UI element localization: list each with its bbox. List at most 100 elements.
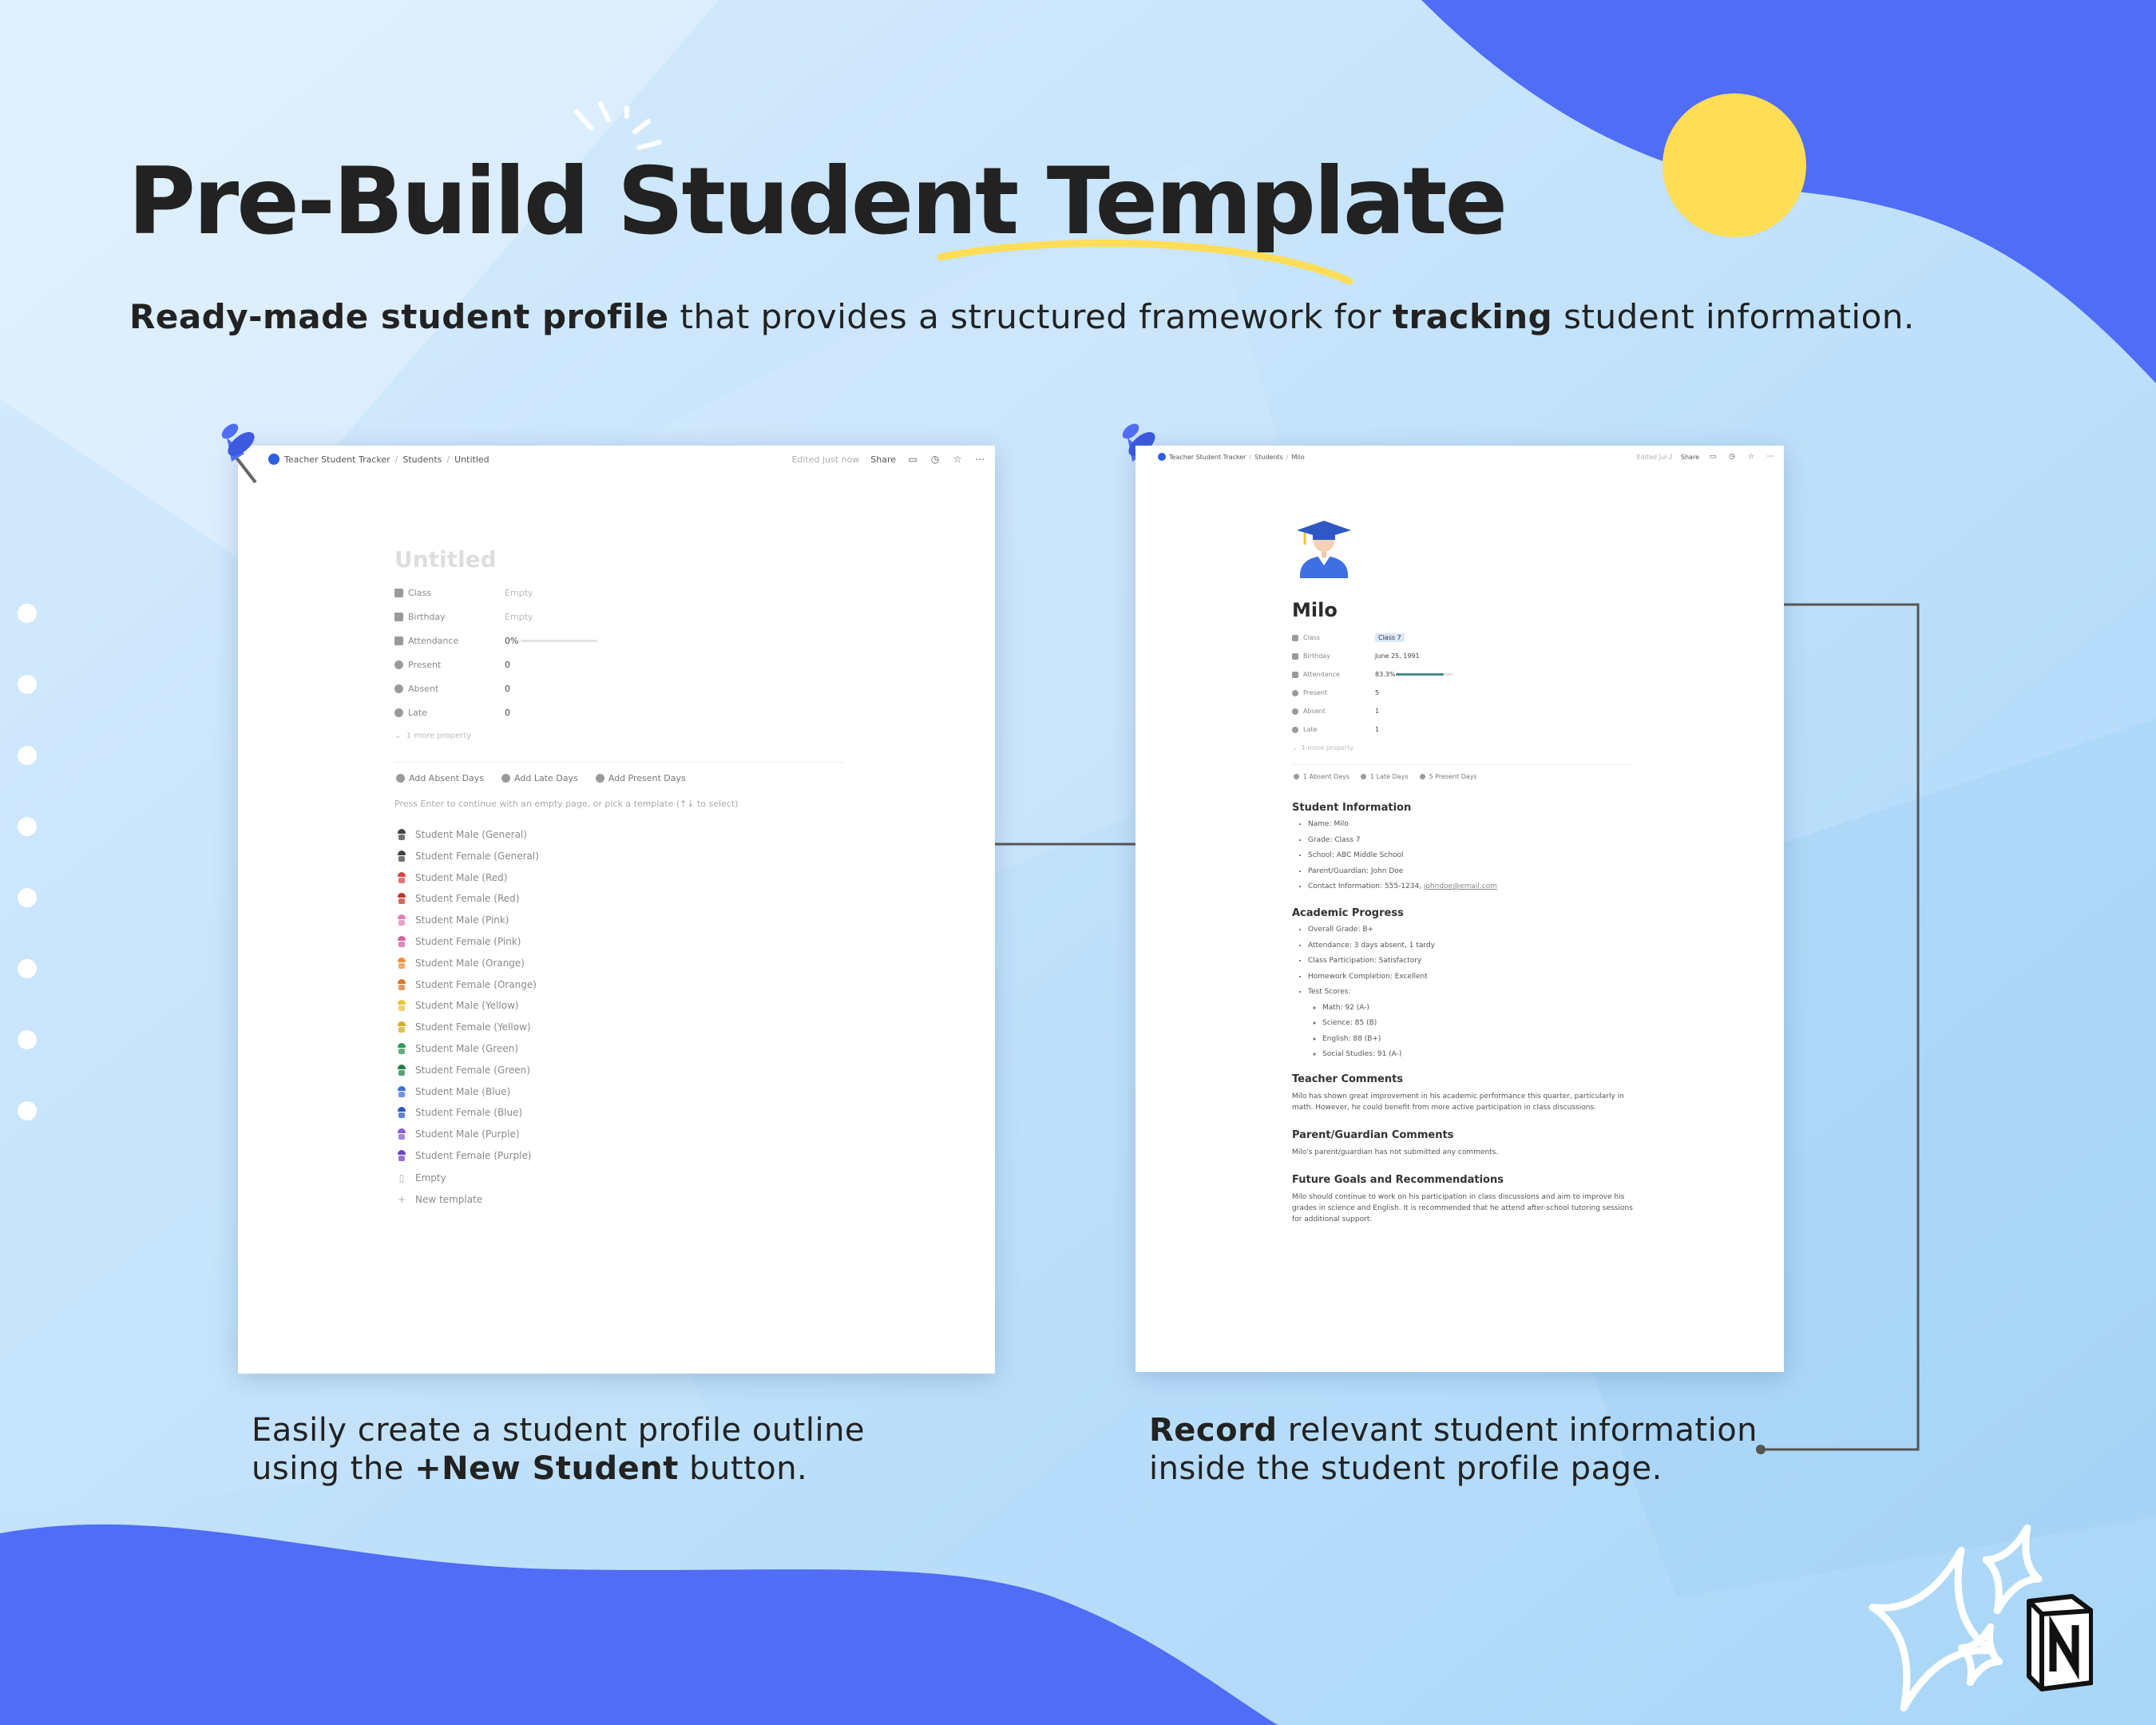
- present-days-relation[interactable]: 5 Present Days: [1419, 773, 1477, 780]
- student-avatar-icon: [396, 1150, 407, 1161]
- divider: [1292, 764, 1631, 765]
- template-option[interactable]: Student Male (Blue): [396, 1086, 510, 1097]
- x-icon: [1292, 708, 1298, 715]
- late-days-relation[interactable]: 1 Late Days: [1361, 773, 1409, 780]
- decor-dot: [18, 604, 37, 623]
- template-option[interactable]: Student Female (General): [396, 851, 539, 862]
- template-label: Student Male (Green): [415, 1043, 518, 1054]
- relation-buttons: Add Absent Days Add Late Days Add Presen…: [396, 773, 686, 783]
- student-name[interactable]: Milo: [1292, 599, 1338, 621]
- list-item: Name: Milo: [1308, 817, 1497, 833]
- template-option[interactable]: Student Female (Green): [396, 1065, 530, 1076]
- teacher-comments-heading: Teacher Comments: [1292, 1073, 1404, 1085]
- absent-days-relation[interactable]: 1 Absent Days: [1294, 773, 1349, 780]
- template-option[interactable]: Student Male (Green): [396, 1043, 518, 1054]
- template-label: Student Female (General): [415, 851, 539, 862]
- breadcrumb-item[interactable]: Untitled: [454, 454, 489, 465]
- comment-icon[interactable]: ▭: [908, 454, 917, 465]
- student-avatar-icon: [396, 1021, 407, 1033]
- empty-template-option[interactable]: ▯Empty: [396, 1172, 446, 1184]
- topbar: Teacher Student Tracker/ Students/ Untit…: [238, 446, 995, 473]
- template-option[interactable]: Student Male (Orange): [396, 958, 525, 969]
- list-item: Overall Grade: B+: [1308, 922, 1435, 938]
- breadcrumb-item[interactable]: Teacher Student Tracker: [1169, 453, 1246, 461]
- breadcrumb-item[interactable]: Milo: [1291, 453, 1305, 461]
- comment-icon[interactable]: ▭: [1709, 453, 1717, 461]
- left-caption: Easily create a student profile outline …: [252, 1412, 866, 1487]
- teacher-comments-text: Milo has shown great improvement in his …: [1292, 1092, 1624, 1112]
- topbar-actions: Edited just now Share ▭ ◷ ☆ ⋯: [791, 446, 985, 473]
- academic-progress-list: Overall Grade: B+ Attendance: 3 days abs…: [1294, 922, 1435, 1063]
- future-goals-text: Milo should continue to work on his part…: [1292, 1193, 1633, 1223]
- template-option[interactable]: Student Female (Purple): [396, 1150, 532, 1161]
- cake-icon: [1292, 652, 1298, 660]
- template-option[interactable]: Student Female (Pink): [396, 936, 521, 947]
- more-icon[interactable]: ⋯: [1766, 453, 1774, 461]
- parent-comments-text: Milo's parent/guardian has not submitted…: [1292, 1148, 1499, 1156]
- template-option[interactable]: Student Male (Red): [396, 872, 507, 883]
- share-button[interactable]: Share: [1680, 453, 1699, 461]
- add-late-days-button[interactable]: Add Late Days: [501, 773, 578, 783]
- edited-status: Edited just now: [791, 454, 860, 465]
- template-option[interactable]: Student Female (Red): [396, 893, 519, 904]
- breadcrumb: Teacher Student Tracker/ Students/ Milo: [1158, 453, 1305, 461]
- page-title[interactable]: Untitled: [394, 546, 497, 573]
- list-item: Attendance: 3 days absent, 1 tardy: [1308, 938, 1435, 954]
- workspace-icon: [1158, 453, 1166, 461]
- clock-icon[interactable]: ◷: [930, 454, 940, 465]
- template-option[interactable]: Student Female (Blue): [396, 1107, 522, 1118]
- more-properties-toggle[interactable]: ⌄ 1 more property: [1292, 744, 1353, 751]
- share-button[interactable]: Share: [870, 454, 896, 465]
- academic-progress-heading: Academic Progress: [1292, 907, 1404, 919]
- decor-dot: [18, 1101, 37, 1120]
- list-item: Class Participation: Satisfactory: [1308, 954, 1435, 970]
- template-label: Student Female (Green): [415, 1065, 530, 1076]
- template-option[interactable]: Student Female (Orange): [396, 979, 537, 990]
- pushpin-icon: [221, 423, 257, 484]
- notion-logo: [2027, 1594, 2093, 1691]
- new-template-button[interactable]: +New template: [397, 1194, 483, 1205]
- divider: [394, 762, 843, 763]
- template-option[interactable]: Student Male (Purple): [396, 1128, 520, 1140]
- attendance-progress: [1396, 673, 1453, 676]
- class-icon: [1292, 634, 1298, 641]
- student-avatar-icon: [396, 1043, 407, 1054]
- student-profile-screenshot: Teacher Student Tracker/ Students/ Milo …: [1135, 446, 1784, 1372]
- template-option[interactable]: Student Female (Yellow): [396, 1021, 531, 1033]
- template-hint: Press Enter to continue with an empty pa…: [394, 799, 739, 809]
- star-icon[interactable]: ☆: [1747, 453, 1755, 461]
- template-option[interactable]: Student Male (General): [396, 829, 527, 840]
- breadcrumb-item[interactable]: Students: [1254, 453, 1283, 461]
- email-link[interactable]: johndoe@email.com: [1423, 882, 1497, 890]
- template-label: Student Female (Pink): [415, 936, 521, 947]
- list-item: Test Scores: Math: 92 (A-) Science: 85 (…: [1308, 985, 1435, 1063]
- add-present-days-button[interactable]: Add Present Days: [595, 773, 686, 783]
- template-option[interactable]: Student Male (Yellow): [396, 1000, 519, 1011]
- template-label: Student Male (Blue): [415, 1086, 511, 1097]
- decor-dot: [18, 746, 37, 765]
- add-absent-days-button[interactable]: Add Absent Days: [396, 773, 484, 783]
- clock-icon[interactable]: ◷: [1729, 453, 1735, 461]
- breadcrumb-item[interactable]: Teacher Student Tracker: [284, 454, 390, 465]
- graduate-avatar-icon: [1297, 521, 1351, 578]
- student-avatar-icon: [396, 851, 407, 862]
- breadcrumb-item[interactable]: Students: [402, 454, 442, 465]
- more-properties-toggle[interactable]: ⌄ 1 more property: [394, 732, 472, 740]
- more-icon[interactable]: ⋯: [975, 454, 985, 465]
- student-information-heading: Student Information: [1292, 802, 1412, 814]
- template-option[interactable]: Student Male (Pink): [396, 914, 509, 926]
- star-icon[interactable]: ☆: [953, 454, 962, 465]
- decor-dot: [18, 959, 37, 978]
